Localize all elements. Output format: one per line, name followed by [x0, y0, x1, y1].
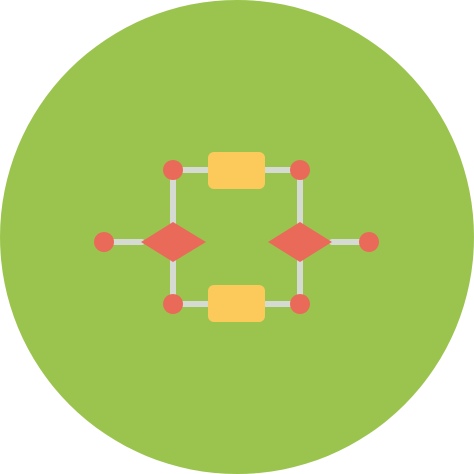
decision-diamonds	[141, 222, 332, 262]
connector-nodes	[94, 160, 379, 314]
top-right-node	[290, 160, 310, 180]
top-process-box	[208, 152, 265, 189]
output-node	[359, 232, 379, 252]
top-left-node	[163, 160, 183, 180]
input-node	[94, 232, 114, 252]
bottom-left-node	[163, 294, 183, 314]
right-decision-diamond	[268, 222, 332, 262]
bottom-process-box	[208, 285, 265, 322]
left-decision-diamond	[141, 222, 206, 262]
process-boxes	[208, 152, 265, 322]
bottom-right-node	[290, 294, 310, 314]
